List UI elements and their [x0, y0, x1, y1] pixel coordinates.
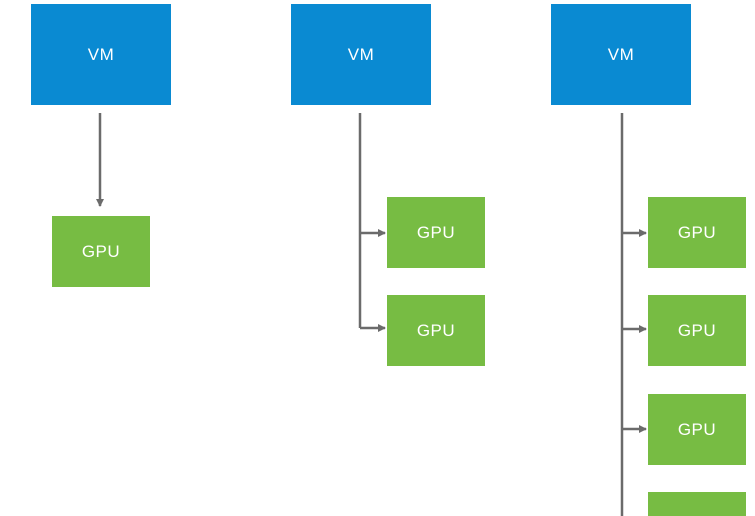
vm-box-1: VM [31, 4, 171, 105]
vm-box-3: VM [551, 4, 691, 105]
gpu-box-1-1: GPU [52, 216, 150, 287]
gpu-box-3-2: GPU [648, 295, 746, 366]
gpu-box-3-1: GPU [648, 197, 746, 268]
gpu-box-2-1: GPU [387, 197, 485, 268]
vm-box-2: VM [291, 4, 431, 105]
gpu-box-3-3: GPU [648, 394, 746, 465]
gpu-box-3-4-partial [648, 492, 746, 516]
gpu-box-2-2: GPU [387, 295, 485, 366]
